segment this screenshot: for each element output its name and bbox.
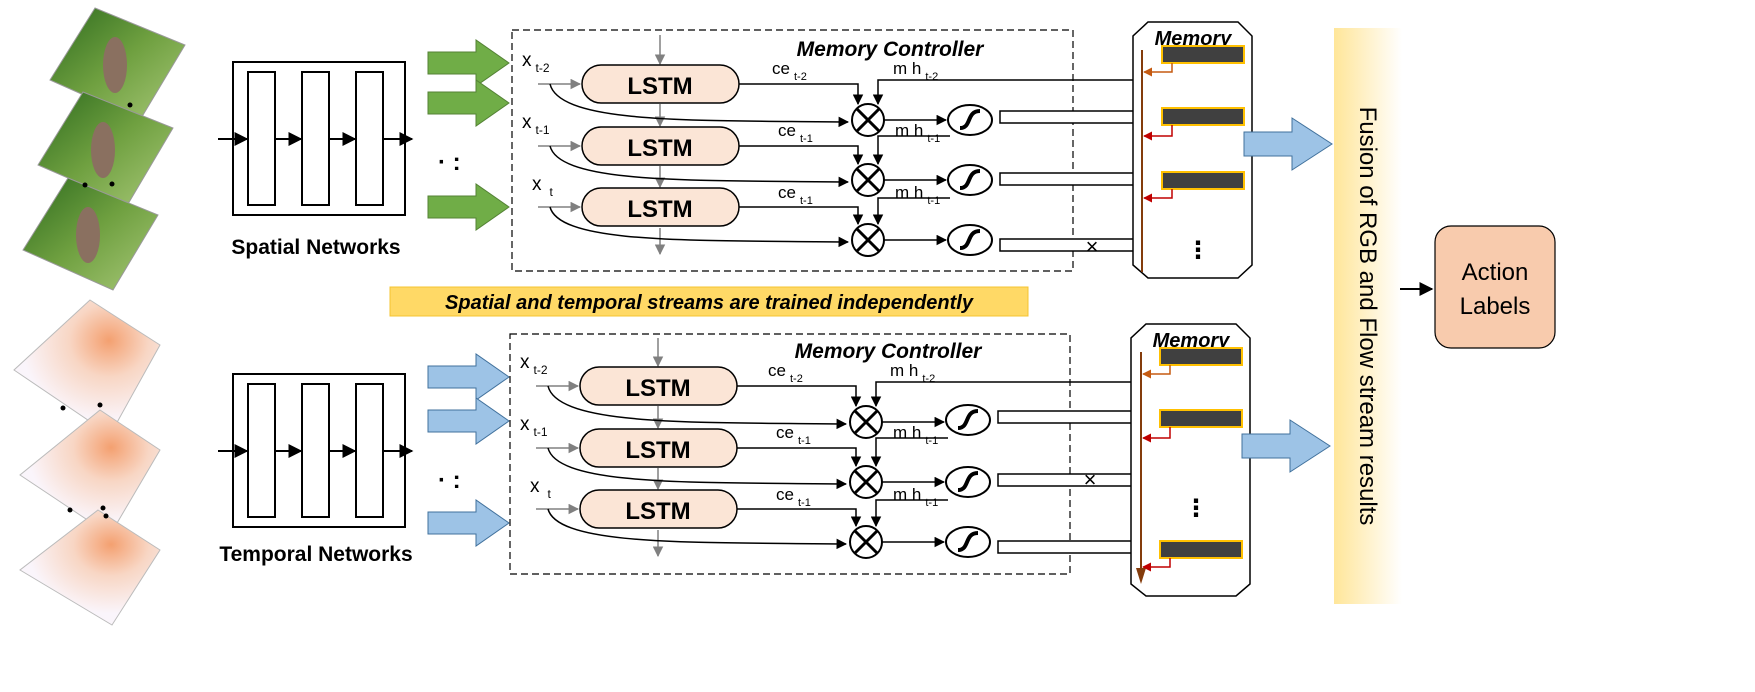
temporal-memory-controller-box [509,333,1071,575]
temporal-memory-bank [1130,323,1251,597]
multiply-icon [849,465,883,499]
spatial-input-arrow-3 [427,183,510,231]
temporal-memory-controller-title: Memory Controller [795,340,984,363]
spatial-ellipsis: · : [438,149,461,176]
temporal-input-arrow-1 [427,353,510,401]
spatial-memory-bank [1132,21,1253,279]
multiply-icon [851,163,885,197]
action-label-line1: Action [1462,259,1529,286]
multiply-icon [851,223,885,257]
blocked-mark: × [1086,234,1099,259]
sigmoid-icon [945,404,991,436]
rgb-frames [22,7,186,291]
lstm-label: LSTM [627,196,692,223]
lstm-label: LSTM [625,375,690,402]
memory-ellipsis: ⋮ [1184,495,1208,522]
lstm-label: LSTM [625,498,690,525]
flow-frames [13,299,161,626]
action-labels-box: Action Labels [1434,225,1556,349]
spatial-lstm-2: LSTM [581,126,740,166]
multiply-icon [851,103,885,137]
lstm-label: LSTM [627,73,692,100]
multiply-icon [849,405,883,439]
blocked-mark: × [1084,467,1097,492]
independence-banner: Spatial and temporal streams are trained… [389,286,1029,317]
spatial-network [218,61,414,216]
memory-slot [1159,347,1243,366]
fusion-label: Fusion of RGB and Flow stream results [1354,107,1381,526]
temporal-lstm-2: LSTM [579,428,738,468]
action-label-line2: Labels [1460,293,1531,320]
rgb-frame-3 [22,177,159,291]
banner-text: Spatial and temporal streams are trained… [445,292,974,314]
multiply-icon [849,525,883,559]
memory-slot [1161,45,1245,64]
spatial-memory-title: Memory [1155,28,1233,50]
temporal-input-arrow-3 [427,499,510,547]
lstm-label: LSTM [625,437,690,464]
spatial-networks-label: Spatial Networks [231,236,400,259]
memory-ellipsis: ⋮ [1186,237,1210,264]
rgb-frame-1 [49,7,186,121]
temporal-ellipsis: · : [438,467,461,494]
temporal-lstm-3: LSTM [579,489,738,529]
spatial-lstm-1: LSTM [581,64,740,104]
sigmoid-icon [945,526,991,558]
temporal-memory-title: Memory [1153,330,1231,352]
sigmoid-icon [947,104,993,136]
spatial-input-arrow-1 [427,39,510,87]
spatial-memory-controller-title: Memory Controller [797,38,986,61]
memory-slot [1159,540,1243,559]
sigmoid-icon [947,164,993,196]
temporal-output-arrow [1241,419,1331,473]
temporal-networks-label: Temporal Networks [219,543,412,566]
fusion-bar: Fusion of RGB and Flow stream results [1334,28,1402,604]
spatial-lstm-3: LSTM [581,187,740,227]
memory-slot [1161,171,1245,190]
spatial-output-arrow [1243,117,1333,171]
flow-frame-1 [13,299,161,436]
memory-slot [1161,107,1245,126]
sigmoid-icon [947,224,993,256]
memory-slot [1159,409,1243,428]
flow-frame-3 [19,509,161,626]
rgb-frame-2 [37,91,174,205]
temporal-lstm-1: LSTM [579,366,738,406]
temporal-network [218,373,414,528]
lstm-label: LSTM [627,135,692,162]
spatial-input-arrow-2 [427,79,510,127]
spatial-memory-controller-box [511,29,1074,272]
temporal-input-arrow-2 [427,397,510,445]
sigmoid-icon [945,466,991,498]
